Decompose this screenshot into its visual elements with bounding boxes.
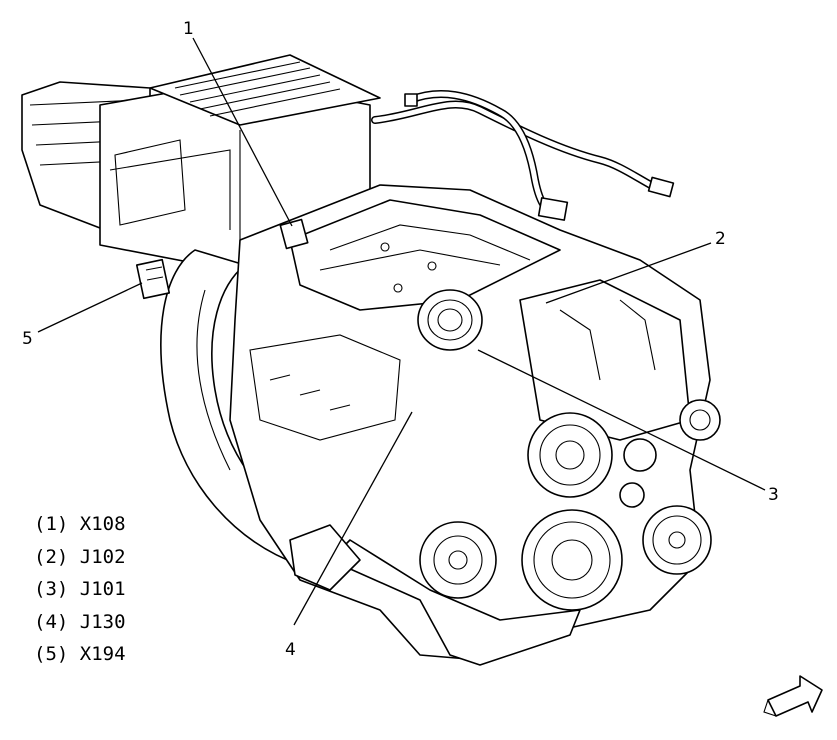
callout-2: 2 xyxy=(715,229,726,249)
legend-item-j102: (2) J102 xyxy=(34,545,126,568)
connector-x194 xyxy=(135,258,171,300)
legend: (1) X108 (2) J102 (3) J101 (4) J130 (5) … xyxy=(34,508,126,671)
front-direction-arrow-icon xyxy=(763,675,823,717)
wiring-harness xyxy=(371,90,675,221)
legend-item-j130: (4) J130 xyxy=(34,610,126,633)
legend-item-j101: (3) J101 xyxy=(34,578,126,600)
callout-3: 3 xyxy=(768,485,779,505)
legend-item-x108: (1) X108 xyxy=(34,513,126,535)
callout-5: 5 xyxy=(22,329,33,349)
callout-4: 4 xyxy=(285,640,296,660)
connector-x108 xyxy=(279,218,309,250)
legend-item-x194: (5) X194 xyxy=(34,643,126,665)
leader-lines xyxy=(37,37,766,626)
pulleys xyxy=(419,399,721,611)
callout-1: 1 xyxy=(183,19,194,39)
